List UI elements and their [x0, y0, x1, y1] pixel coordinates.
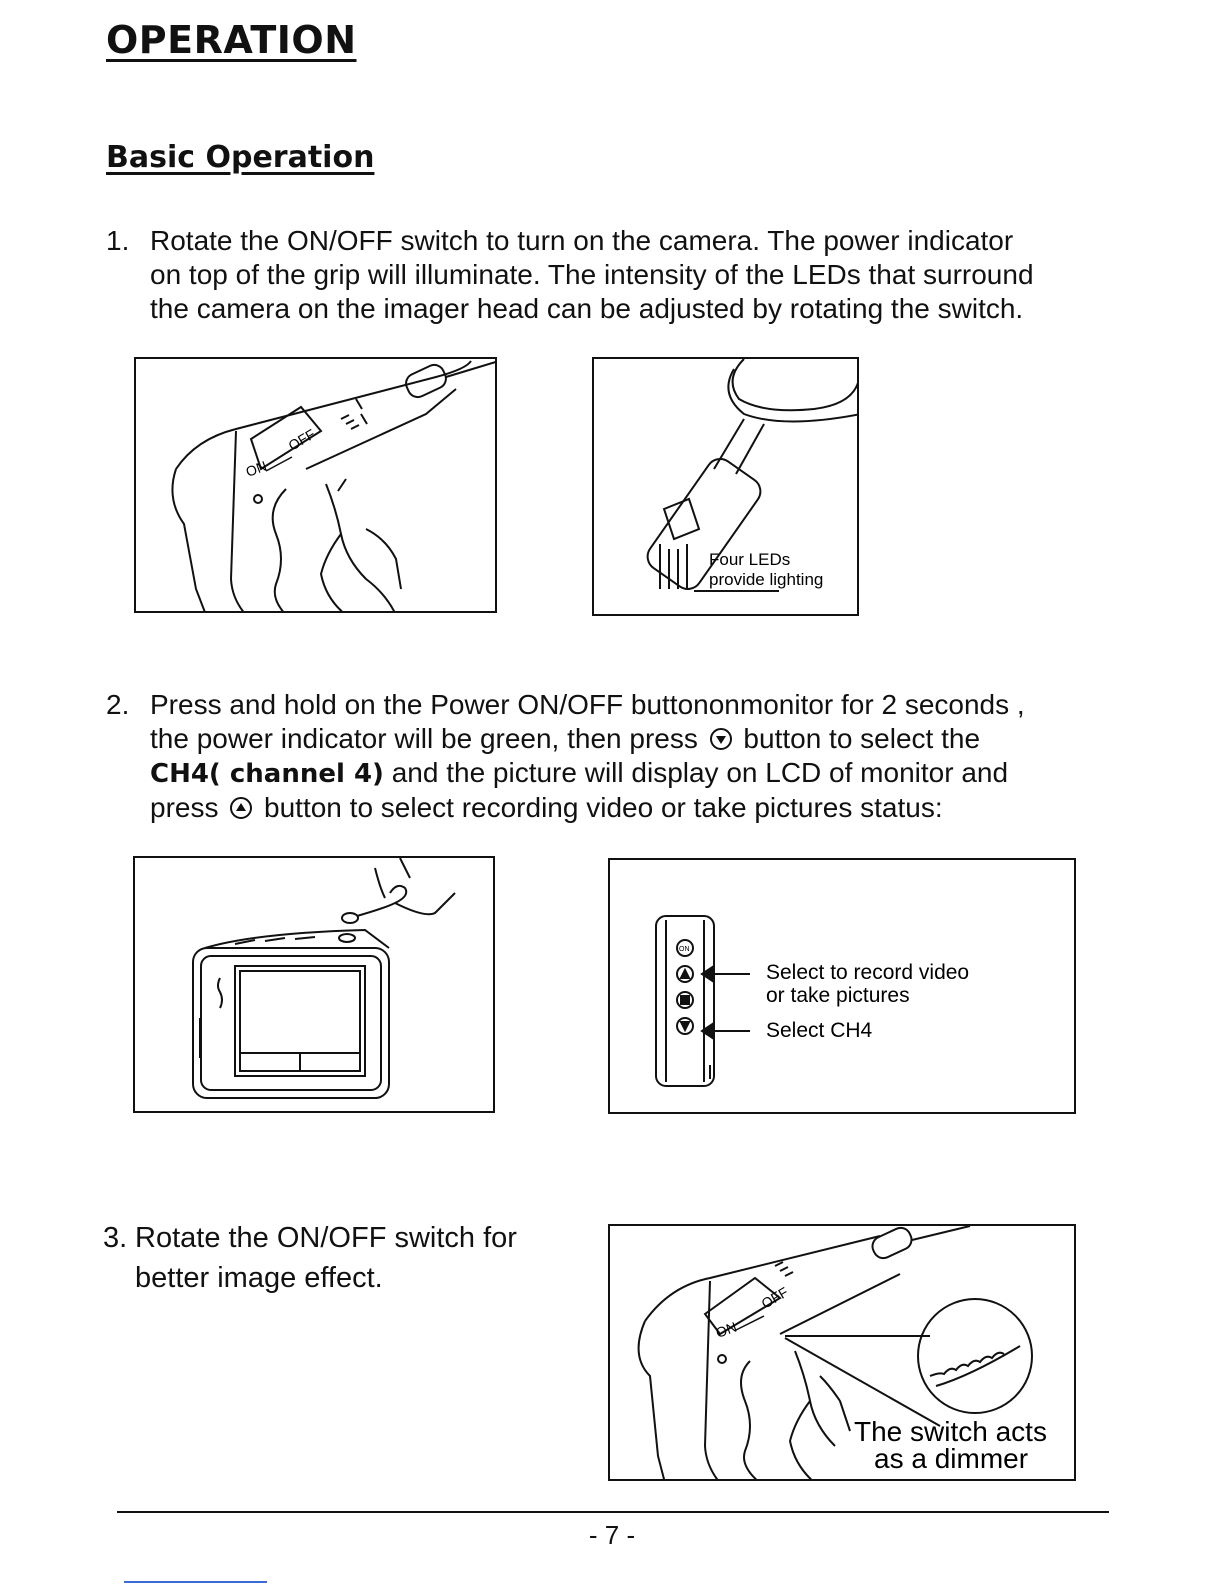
step-2-line-4-a: press: [150, 792, 219, 823]
step-2-line-1: Press and hold on the Power ON/OFF butto…: [150, 689, 1025, 720]
step-3-line-1: Rotate the ON/OFF switch for: [135, 1222, 517, 1254]
step-2-line-3: CH4( channel 4) and the picture will dis…: [150, 756, 1025, 791]
blue-underline-mark: [124, 1581, 267, 1583]
fig5-off-label: OFF: [759, 1284, 791, 1312]
step-3-number: 3.: [103, 1222, 128, 1254]
step-1-line: Rotate the ON/OFF switch to turn on the …: [150, 225, 1014, 256]
fig5-caption-line2: as a dimmer: [874, 1443, 1028, 1474]
footer-rule: [117, 1511, 1109, 1513]
step-2-line-4: press button to select recording video o…: [150, 791, 1025, 825]
dimmer-illustration: ON OFF The switch acts as a dimmer: [637, 1226, 1047, 1479]
fig5-on-label: ON: [714, 1319, 739, 1341]
step-1-number: 1.: [106, 225, 130, 256]
step-2-line-2: the power indicator will be green, then …: [150, 722, 1025, 756]
fig1-on-label: ON: [244, 458, 269, 480]
step-2-line-2-a: the power indicator will be green, then …: [150, 723, 698, 754]
step-2-line-2-b: button to select the: [743, 723, 981, 754]
figure-grip-switch: ON OFF: [134, 357, 497, 613]
figure-monitor: [133, 856, 495, 1113]
fig4-callout1-line2: or take pictures: [766, 984, 910, 1007]
step-1: 1. Rotate the ON/OFF switch to turn on t…: [106, 224, 1116, 334]
step-2: 2. Press and hold on the Power ON/OFF bu…: [106, 688, 1116, 828]
figure-imager-head: Four LEDs provide lighting: [592, 357, 859, 616]
grip-illustration: ON OFF: [171, 360, 495, 611]
monitor-illustration: [192, 858, 456, 1099]
page-number: - 7 -: [588, 1520, 636, 1550]
step-3-line-2: better image effect.: [135, 1262, 383, 1294]
fig4-callout2: Select CH4: [766, 1019, 873, 1042]
fig5-caption-line1: The switch acts: [854, 1416, 1047, 1447]
step-3: 3. Rotate the ON/OFF switch for better i…: [103, 1218, 563, 1308]
step-2-text: Press and hold on the Power ON/OFF butto…: [150, 688, 1025, 825]
side-buttons-illustration: ON Select to record video or take pictur…: [655, 915, 969, 1087]
figure-dimmer: ON OFF The switch acts as a dimmer: [608, 1224, 1076, 1481]
ch4-bold: CH4( channel 4): [150, 759, 384, 789]
fig4-on-label: ON: [679, 946, 690, 953]
step-2-line-3-rest: and the picture will display on LCD of m…: [383, 757, 1009, 788]
fig1-off-label: OFF: [286, 426, 318, 454]
fig2-caption-line1: Four LEDs: [709, 550, 790, 569]
fig4-callout1-line1: Select to record video: [766, 961, 969, 984]
fig2-caption-line2: provide lighting: [709, 570, 823, 589]
step-1-text: Rotate the ON/OFF switch to turn on the …: [150, 224, 1034, 326]
step-2-line-4-b: button to select recording video or take…: [264, 792, 943, 823]
up-button-icon: [230, 797, 253, 819]
step-2-number: 2.: [106, 689, 130, 720]
section-heading: Basic Operation: [106, 140, 375, 175]
down-button-icon: [709, 728, 732, 750]
step-1-line: on top of the grip will illuminate. The …: [150, 259, 1034, 290]
step-1-line: the camera on the imager head can be adj…: [150, 293, 1024, 324]
page-title: OPERATION: [106, 18, 357, 62]
step-3-text: Rotate the ON/OFF switch for better imag…: [135, 1218, 517, 1298]
imager-head-illustration: Four LEDs provide lighting: [646, 359, 857, 592]
figure-side-buttons: ON Select to record video or take pictur…: [608, 858, 1076, 1114]
